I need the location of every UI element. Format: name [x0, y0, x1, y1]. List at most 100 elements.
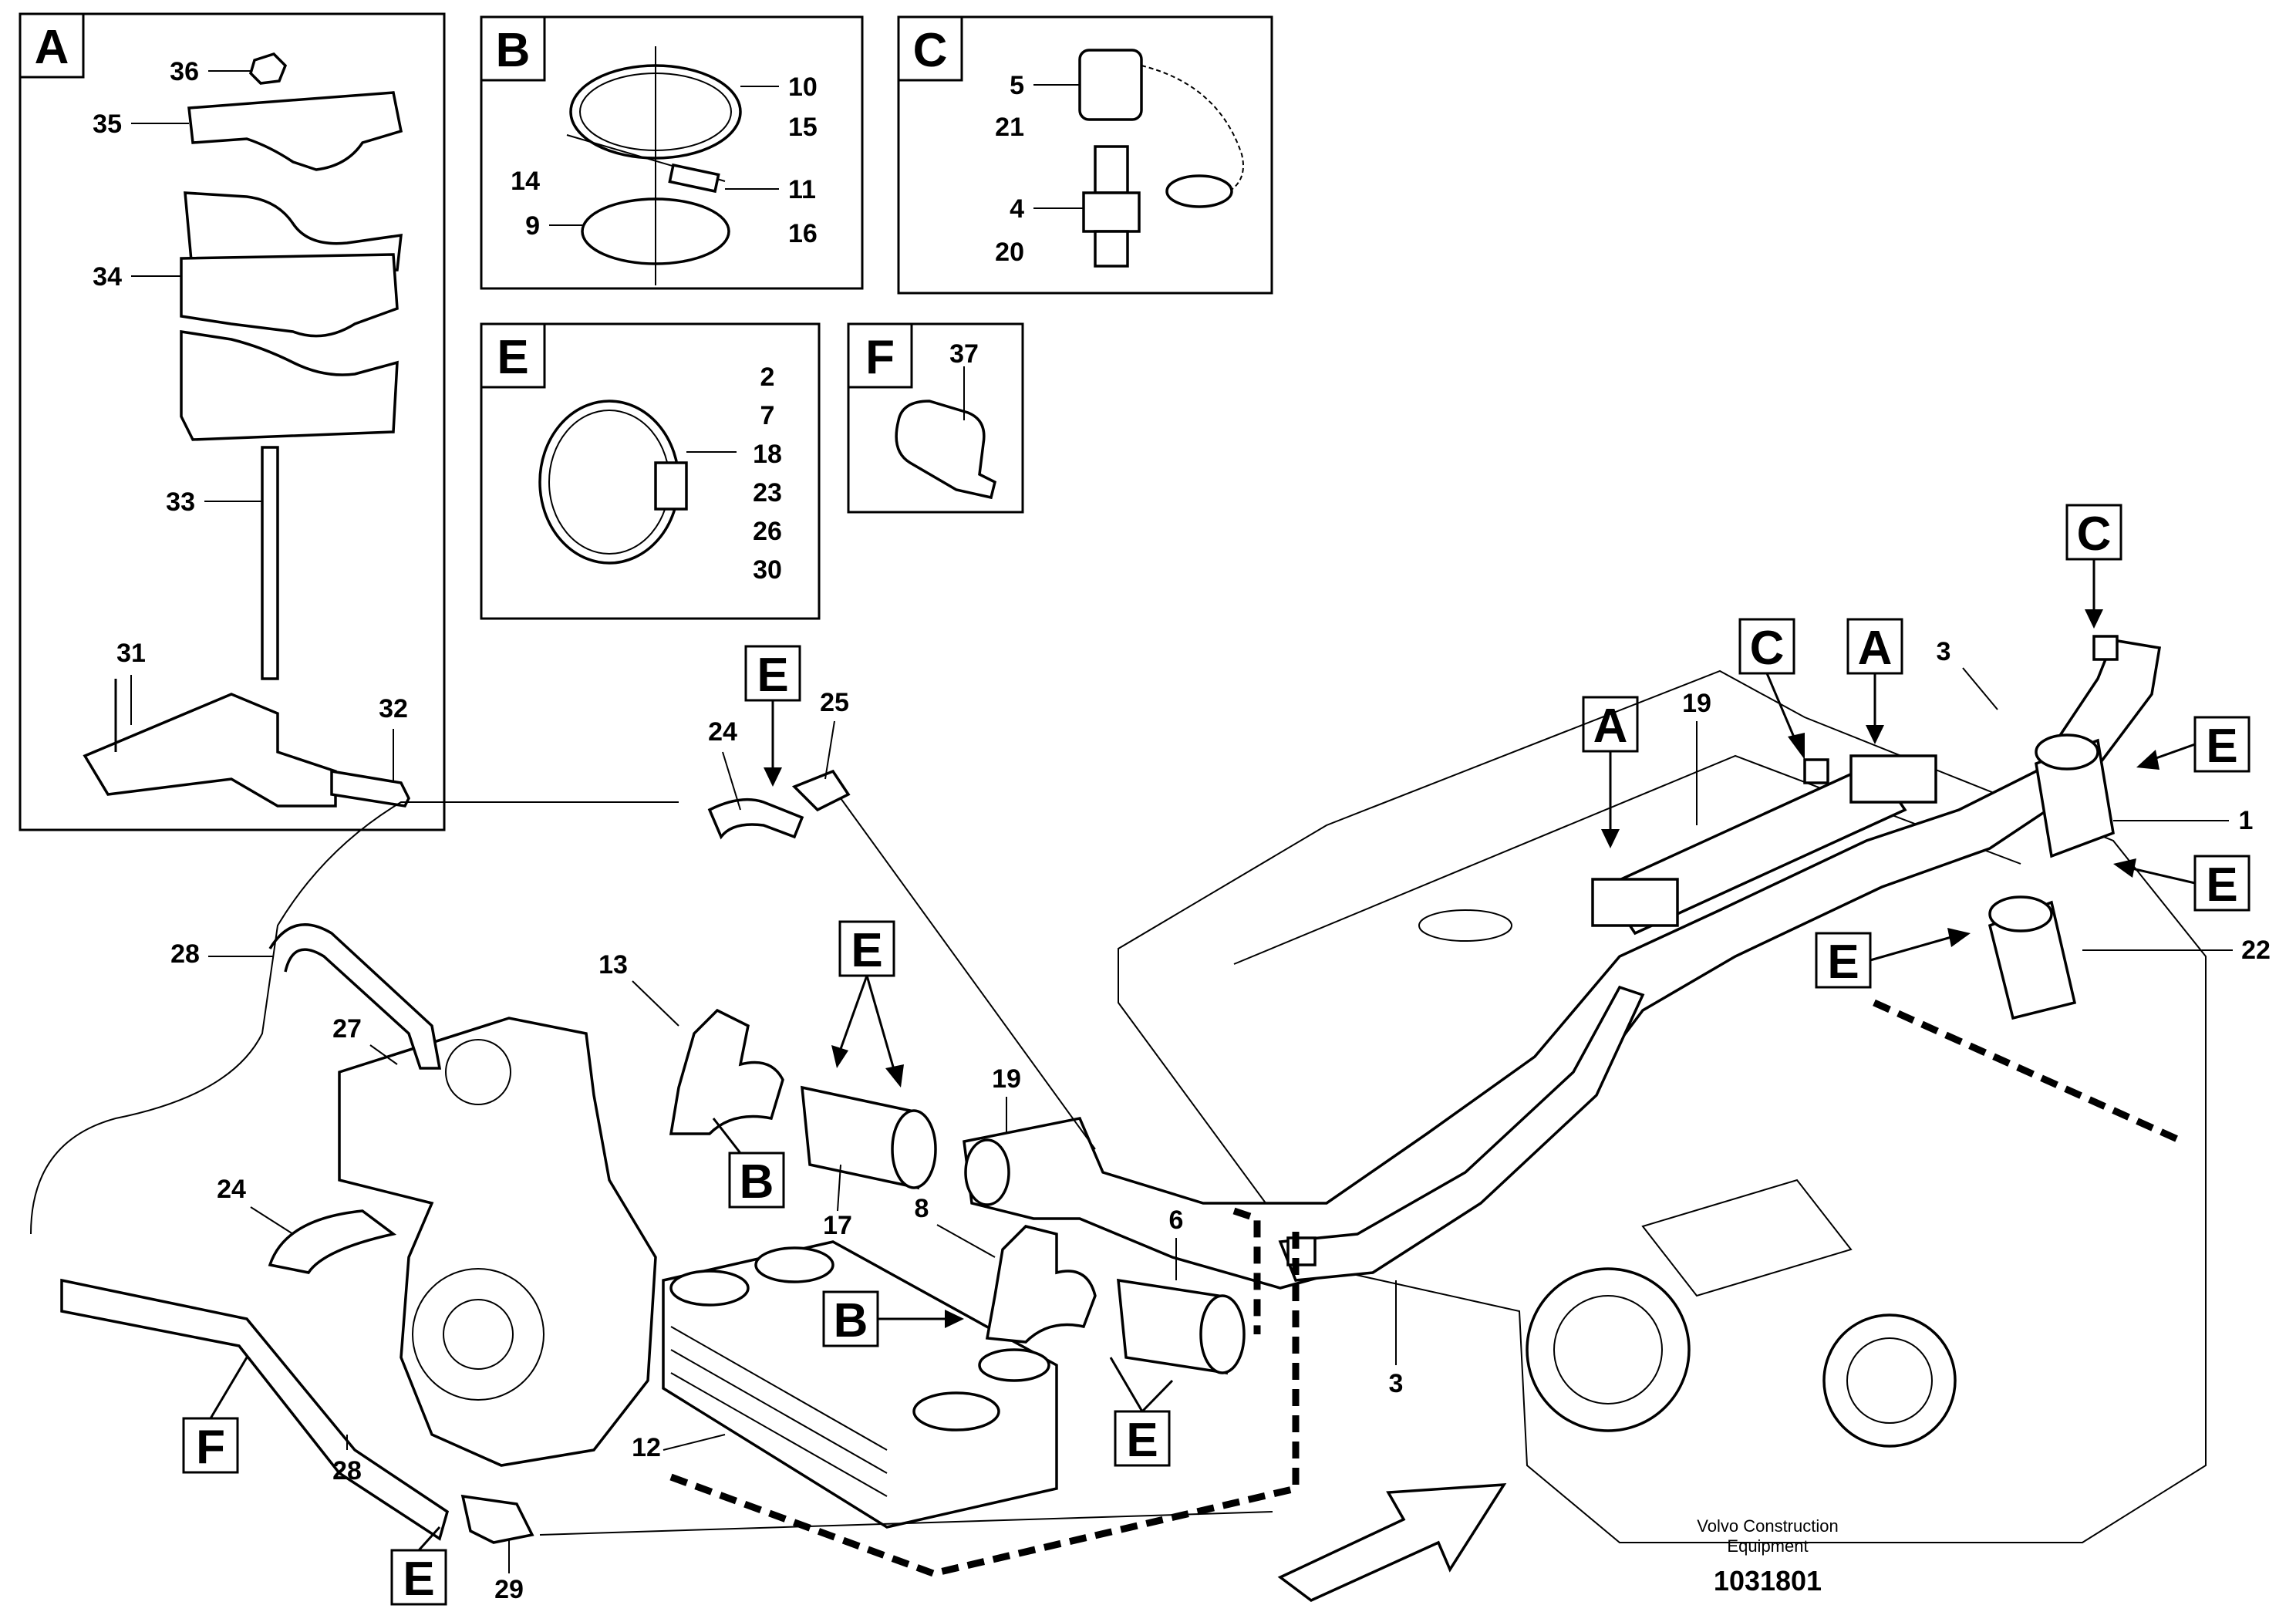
callout-label: 36: [170, 57, 199, 86]
hose-28-lower-icon: [60, 1278, 450, 1541]
callout-label: 33: [166, 487, 195, 517]
fitting-25-icon: [791, 769, 851, 812]
callout-label: 12: [632, 1433, 661, 1462]
fitting-29-icon: [460, 1494, 534, 1544]
dust-cap-icon: [1078, 49, 1143, 121]
clamp-half-upper-icon: [187, 91, 403, 171]
callout-label: 26: [753, 517, 782, 546]
callout-label: 6: [1169, 1206, 1184, 1235]
clamp-screw-icon: [654, 461, 688, 511]
flow-direction-arrow-icon: [1277, 1483, 1507, 1603]
pipe-3-lower-icon: [1278, 985, 1645, 1282]
callout-label: 28: [332, 1456, 362, 1485]
callout-label: 37: [949, 339, 979, 369]
detail-box-b: B 10 15 14 11 9 16: [480, 15, 864, 290]
nut-icon: [249, 52, 288, 85]
clamp-bolt-icon: [668, 163, 720, 194]
callout-label: 20: [995, 238, 1024, 267]
engine-assembly: [30, 635, 2207, 1603]
callout-label: 34: [93, 262, 122, 292]
nipple-icon: [1094, 145, 1129, 194]
callout-label: A: [1593, 700, 1628, 753]
callout-label: 9: [525, 211, 540, 241]
callout-label: 30: [753, 555, 782, 585]
callout-label: 11: [788, 175, 816, 204]
callout-label: 29: [494, 1575, 524, 1604]
callout-label: 32: [379, 694, 408, 723]
detail-box-e: E 2 7 18 23 26 30: [480, 322, 821, 620]
callout-label: E: [851, 924, 882, 977]
callout-label: 24: [708, 717, 737, 747]
callout-label: 21: [995, 113, 1024, 142]
callout-label: 1: [2239, 806, 2254, 835]
callout-label: E: [2206, 858, 2237, 912]
callout-label: 17: [823, 1211, 852, 1240]
nipple-hex-icon: [1082, 191, 1141, 233]
box-c-letter: C: [913, 24, 948, 77]
stud-icon: [261, 446, 279, 680]
callout-label: 10: [788, 73, 818, 102]
clamp-block-upper-icon: [180, 253, 399, 338]
callout-label: F: [196, 1421, 225, 1474]
drawing-number: 1031801: [1714, 1565, 1822, 1597]
bracket-icon: [83, 693, 337, 808]
callout-label: C: [1750, 622, 1785, 675]
callout-label: 25: [820, 688, 849, 717]
detail-box-f: F 37: [847, 322, 1024, 514]
callout-label: 4: [1010, 194, 1024, 224]
box-b-letter: B: [496, 24, 531, 77]
company-line-1: Volvo Construction: [1697, 1516, 1838, 1536]
callout-label: 19: [1682, 689, 1711, 718]
turbo-outlet-icon: [1822, 1313, 1957, 1448]
callout-label: 28: [170, 939, 200, 969]
detail-box-c: C 5 21 4 20: [897, 15, 1273, 295]
callout-label: 18: [753, 440, 782, 469]
callout-label: E: [2206, 720, 2237, 773]
drawing-footer: Volvo Construction Equipment 1031801: [1697, 1516, 1838, 1597]
chain-ring-icon: [1165, 174, 1233, 208]
callout-label: 16: [788, 219, 818, 248]
bolt-icon: [330, 769, 410, 808]
hose-clip-icon: [895, 400, 997, 500]
callout-label: 27: [332, 1014, 362, 1044]
detail-box-a: A 36 35 34 33 31 32: [19, 12, 446, 831]
box-e-letter: E: [497, 331, 528, 384]
hose-28-upper-icon: [268, 923, 442, 1070]
callout-label: 24: [217, 1175, 246, 1204]
callout-label: E: [1827, 936, 1859, 989]
callout-label: 19: [992, 1064, 1021, 1094]
callout-label: 22: [2241, 936, 2271, 965]
turbocharger-icon: [1526, 1267, 1691, 1432]
dashed-route-icon: [669, 1226, 1300, 1577]
callout-label: 3: [1937, 637, 1951, 666]
clamp-a-left-icon: [1591, 878, 1679, 927]
box-a-letter: A: [35, 21, 69, 74]
callout-label: 31: [116, 639, 146, 668]
clamp-block-lower-icon: [180, 329, 399, 441]
callout-label: E: [1126, 1414, 1158, 1467]
callout-label: 5: [1010, 71, 1024, 100]
hose-24-upper-icon: [707, 798, 804, 840]
callout-label: B: [740, 1155, 774, 1209]
oil-cooler-icon: [662, 1240, 1058, 1529]
air-compressor-icon: [338, 1017, 657, 1467]
clamp-a-right-icon: [1849, 754, 1937, 804]
callout-label: B: [834, 1294, 868, 1347]
callout-label: 23: [753, 478, 782, 508]
callout-label: A: [1858, 622, 1893, 675]
box-f-letter: F: [865, 331, 895, 384]
callout-label: 35: [93, 110, 122, 139]
callout-label: 13: [598, 950, 628, 980]
callout-label: 7: [760, 401, 775, 430]
callout-label: 14: [511, 167, 540, 196]
callout-label: 2: [760, 363, 775, 392]
callout-label: C: [2077, 508, 2112, 561]
engine-block-outline: [1118, 669, 2207, 1543]
callout-letters: E A C A C E E E E B: [182, 504, 2250, 1606]
chain-icon: [1141, 65, 1244, 197]
elbow-13-icon: [669, 1008, 784, 1135]
callout-label: E: [403, 1553, 434, 1606]
elbow-8-icon: [985, 1225, 1097, 1344]
company-line-2: Equipment: [1727, 1536, 1808, 1556]
hose-24-lower-icon: [268, 1209, 397, 1274]
